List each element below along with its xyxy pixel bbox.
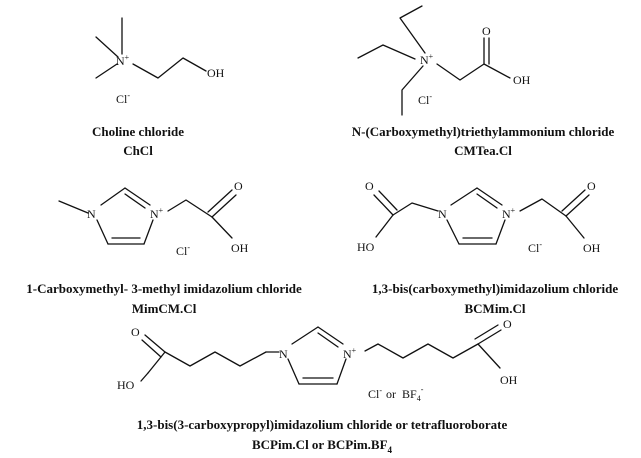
bond-right-carboxymethyl [519,198,585,239]
atom-n3: N+ [343,346,357,361]
bond-right-carbonyl-a [565,194,590,217]
compound-abbr-bcmim: BCMim.Cl [464,301,525,316]
anion-chloride: Cl- [116,91,130,106]
compound-name-choline-chloride: Choline chloride [92,124,184,139]
bond-left-carbonyl-b [378,190,398,211]
anion-chloride: Cl- [528,240,542,255]
atom-n1: N [438,207,447,221]
bond-carboxymethyl [167,199,233,239]
bond-carboxymethyl [436,63,511,81]
bond-left-c-oh [140,372,149,382]
structure-bcmim-chloride: O HO N N+ O OH Cl- [357,179,601,255]
atom-right-carbonyl-oxygen: O [503,317,512,331]
atom-right-hydroxyl: OH [500,373,518,387]
bond-ring-c2-n3-a [124,187,151,206]
bond-ring-c5-n1 [96,219,109,245]
bond-ring-n1-c2 [450,187,478,206]
bond-ring-n3-c4 [143,219,154,245]
bond-ring-c2-n3-b [476,193,498,209]
bond-ethyl-1 [399,5,426,54]
atom-nitrogen: N+ [420,52,434,67]
atom-n1: N [87,207,96,221]
bond-methyl-3 [95,63,118,79]
bond-ethyl-2 [357,44,416,60]
atom-n3: N+ [150,206,164,221]
structure-mimcm-chloride: N N+ O OH Cl- [58,179,249,258]
bond-ring-n3-c4 [495,219,506,245]
atom-right-carbonyl-oxygen: O [587,179,596,193]
atom-carbonyl-oxygen: O [234,179,243,193]
bond-left-carbonyl-a [373,194,394,216]
compound-name-bcpim: 1,3-bis(3-carboxypropyl)imidazolium chlo… [137,417,508,432]
bond-left-ch2 [392,202,439,216]
bond-ring-n1-c2 [291,326,319,345]
compound-name-bcmim-chloride: 1,3-bis(carboxymethyl)imidazolium chlori… [372,281,618,296]
compound-name-mimcm-chloride: 1-Carboxymethyl- 3-methyl imidazolium ch… [26,281,302,296]
anion-chloride: Cl- [418,92,432,107]
bond-right-propyl-chain [364,343,501,369]
bond-carbonyl-a [211,194,237,218]
structure-choline-chloride: N+ OH Cl- [95,17,225,106]
compound-abbr-cmtea: CMTea.Cl [454,143,512,158]
bond-left-propyl-chain [147,351,267,374]
atom-left-carbonyl-oxygen: O [131,325,140,339]
bond-ring-n3-c4 [336,358,347,385]
bond-ring-c2-n3-a [317,326,344,345]
compound-abbr-chcl: ChCl [123,143,153,158]
atom-left-hydroxyl: HO [117,378,135,392]
bond-right-carbonyl-b [474,324,499,340]
bond-ring-c5-n1 [446,219,460,245]
bond-ring-c2-n3-a [476,187,503,206]
bond-left-carbonyl-b [141,339,162,358]
compound-abbr-bcpim: BCPim.Cl or BCPim.BF4 [252,437,393,455]
anion-chloride: Cl- [176,243,190,258]
bond-right-carbonyl-a [477,329,502,345]
structure-cmtea-chloride: N+ O OH Cl- [357,5,531,116]
bond-right-carbonyl-b [561,189,586,212]
bond-carbonyl-b [207,189,233,213]
atom-carbonyl-oxygen: O [482,24,491,38]
bond-ring-c2-n3-b [317,332,339,348]
atom-n3: N+ [502,206,516,221]
atom-n1: N [279,347,288,361]
bond-n-methyl [58,200,89,214]
bond-methyl-1 [95,36,119,58]
atom-right-hydroxyl: OH [583,241,601,255]
atom-hydroxyl: OH [513,73,531,87]
compound-abbr-mimcm: MimCM.Cl [132,301,197,316]
bond-ring-c2-n3-b [124,193,146,209]
bond-ethanol-chain [132,57,207,79]
bond-left-c-oh [375,214,394,238]
bond-ring-n1-c2 [100,187,126,206]
atom-left-carbonyl-oxygen: O [365,179,374,193]
atom-hydroxyl: OH [207,66,225,80]
bond-left-carbonyl-a [144,334,166,353]
compound-name-cmtea-chloride: N-(Carboxymethyl)triethylammonium chlori… [352,124,615,139]
bond-ethyl-3 [401,65,424,116]
atom-nitrogen: N+ [116,53,130,68]
atom-left-hydroxyl: HO [357,240,375,254]
atom-hydroxyl: OH [231,241,249,255]
bond-ring-c5-n1 [287,358,300,385]
